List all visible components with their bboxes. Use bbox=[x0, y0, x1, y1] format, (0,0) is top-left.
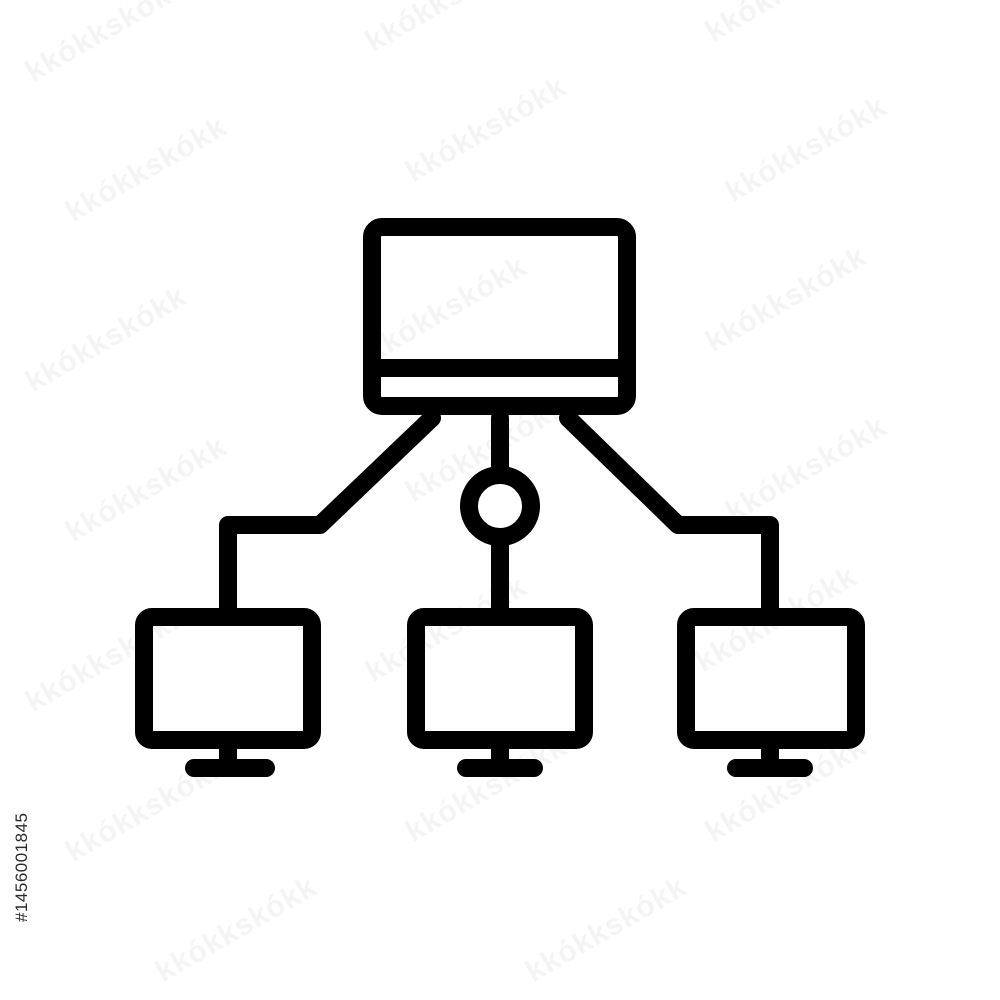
link-left bbox=[219, 409, 441, 619]
client-monitor-left-icon bbox=[135, 608, 321, 777]
server-monitor-icon bbox=[363, 218, 636, 415]
network-links bbox=[219, 409, 779, 619]
asset-id-label: #1456001845 bbox=[12, 812, 31, 922]
network-hub-circle-icon bbox=[460, 466, 540, 546]
client-monitor-right-icon bbox=[677, 608, 865, 777]
client-monitor-center-icon bbox=[407, 608, 593, 777]
link-right bbox=[559, 409, 779, 619]
